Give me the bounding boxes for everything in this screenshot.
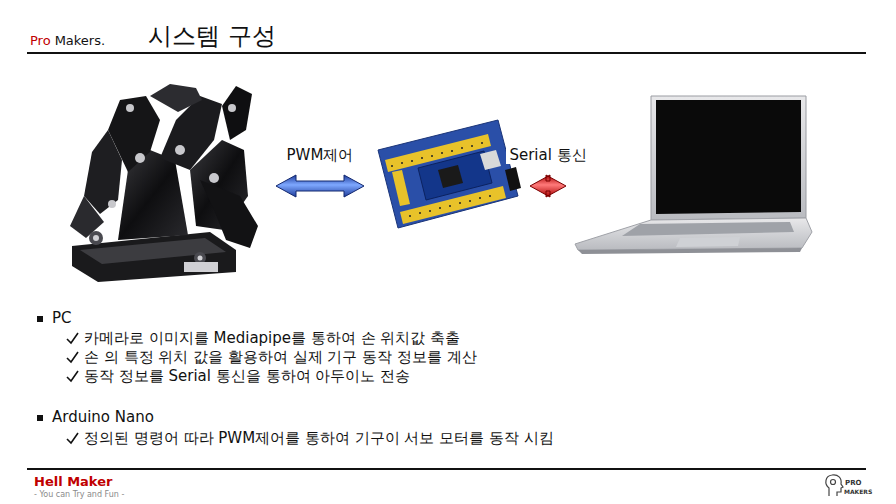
footer-text: - You can Try and Fun - xyxy=(34,490,124,500)
double-arrow xyxy=(276,175,364,197)
logo-mark xyxy=(826,475,843,496)
robot-hand-illustration xyxy=(70,84,258,282)
bullet-text: PC xyxy=(52,309,72,327)
brand-text: Makers. xyxy=(55,33,106,49)
brand-text: Pro xyxy=(30,33,51,49)
footer-text: Hell Maker xyxy=(34,474,112,490)
bullet-text: Arduino Nano xyxy=(52,408,154,426)
picture-node xyxy=(62,80,268,284)
picture-node xyxy=(574,94,814,256)
bullet-text: 손 의 특정 위치 값을 활용하여 실제 기구 동작 정보를 계산 xyxy=(84,348,477,366)
bullet-text: 정의된 명령어 따라 PWM제어를 통하여 기구이 서보 모터를 동작 시킴 xyxy=(84,429,554,447)
slide-title: 시스템 구성 xyxy=(148,22,276,51)
picture-node xyxy=(372,118,522,232)
bullet-text: 동작 정보를 Serial 통신을 통하여 아두이노 전송 xyxy=(84,367,410,385)
bullet-text: 카메라로 이미지를 Mediapipe를 통하여 손 위치값 축출 xyxy=(84,329,460,347)
logo-text: PRO xyxy=(845,479,861,487)
arduino-board-illustration xyxy=(378,120,521,228)
laptop-illustration xyxy=(575,96,812,254)
check-markers xyxy=(67,333,78,443)
double-arrow xyxy=(530,175,566,197)
bullet-markers xyxy=(37,316,43,421)
header-rule xyxy=(27,52,866,54)
edge-label: Serial 통신 xyxy=(506,146,589,164)
edge-label: PWM제어 xyxy=(284,146,357,164)
logo-text: MAKERS xyxy=(844,488,872,495)
footer-rule xyxy=(27,468,866,470)
